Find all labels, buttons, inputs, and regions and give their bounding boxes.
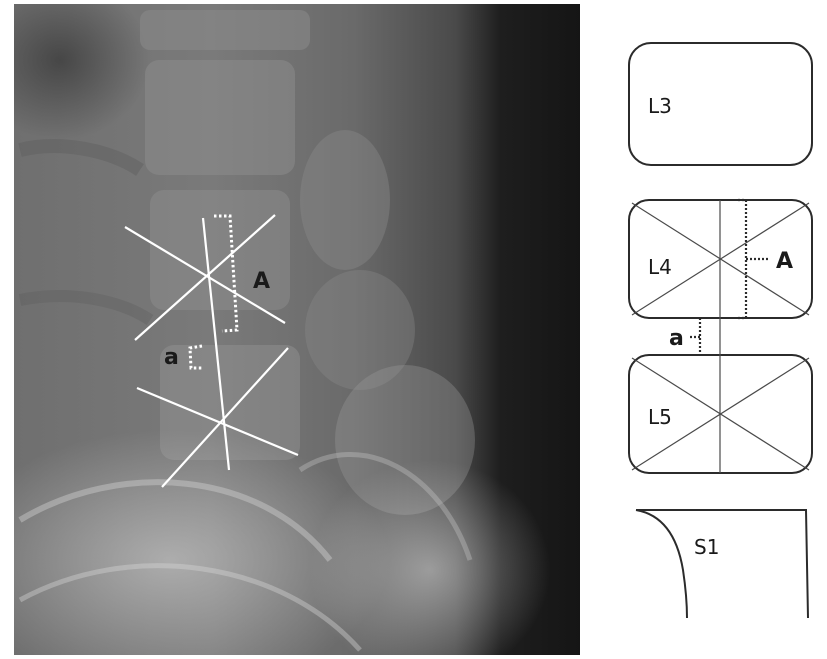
xray-image	[0, 0, 580, 659]
schematic-label-A: A	[776, 249, 793, 274]
vertebra-s1-outline	[636, 510, 808, 618]
vertebra-l5-label: L5	[648, 405, 672, 429]
vertebra-s1-label: S1	[694, 535, 719, 559]
schematic-label-a: a	[669, 326, 684, 351]
xray-label-A: A	[253, 269, 270, 294]
vertebra-l4-label: L4	[648, 255, 672, 279]
vertebra-l3-label: L3	[648, 94, 672, 118]
xray-label-a: a	[164, 345, 179, 370]
